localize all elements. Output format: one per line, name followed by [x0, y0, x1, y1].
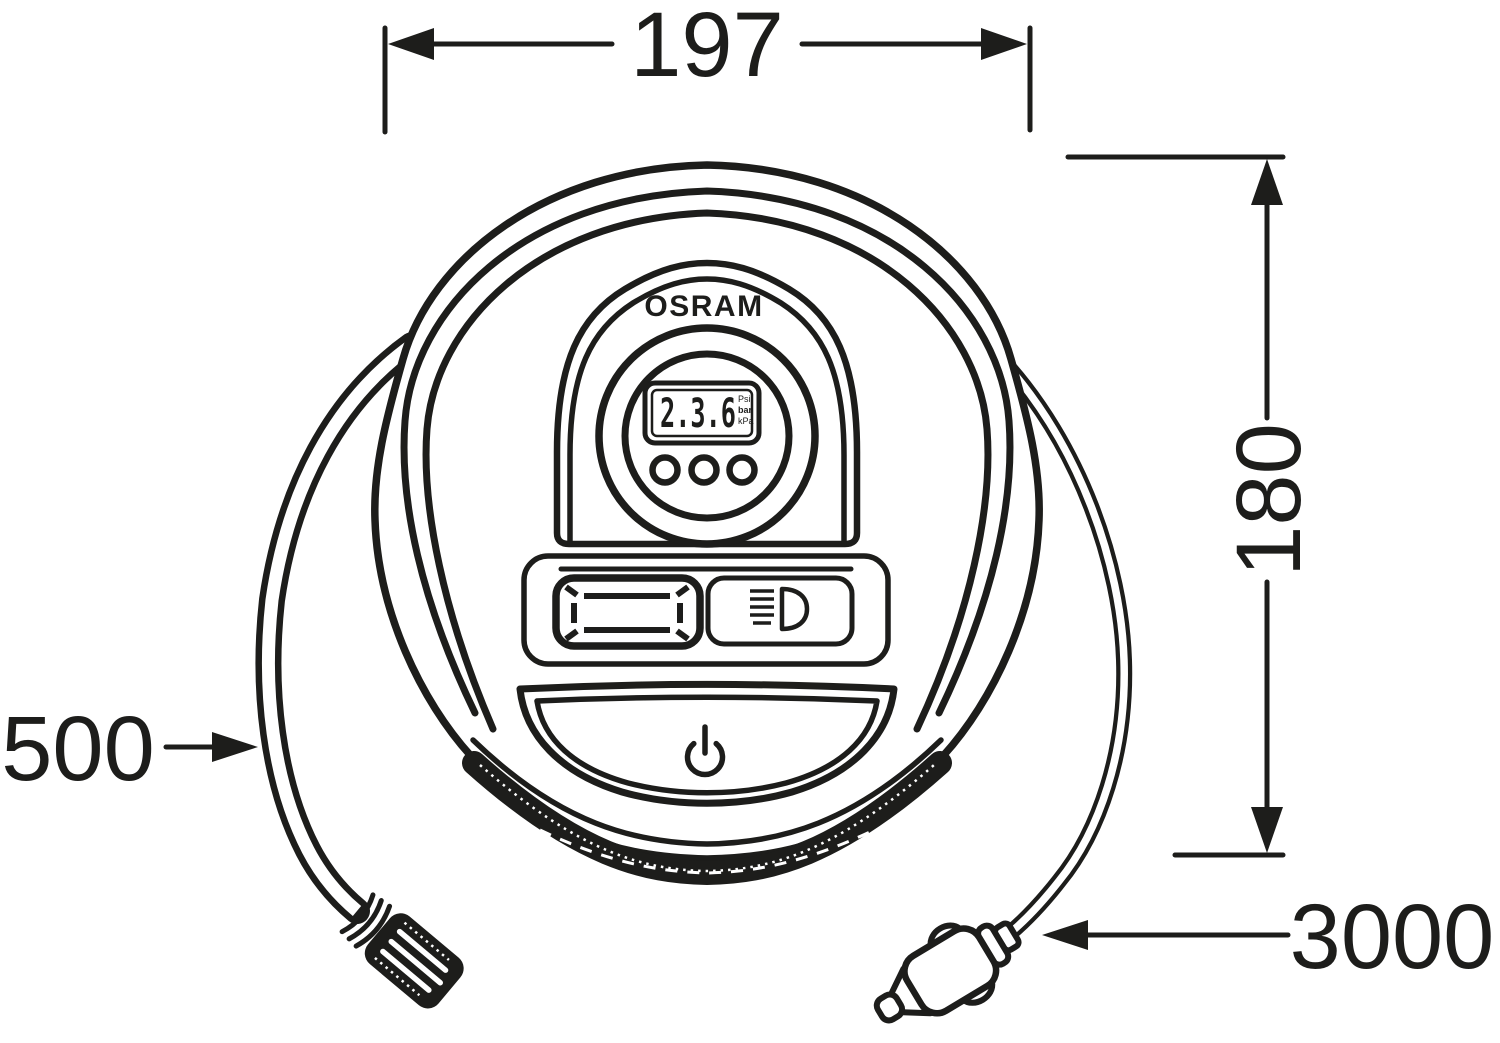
display-frame-icon	[564, 584, 690, 642]
unit-bar: bar	[738, 405, 753, 415]
arrow-right-icon	[981, 28, 1027, 60]
valve-knurl-top	[403, 921, 450, 961]
valve-slot-2	[388, 938, 444, 986]
brand-logo: OSRAM	[644, 290, 763, 323]
arrow-up-icon	[1251, 159, 1283, 205]
headlight-icon	[750, 586, 810, 632]
plug-body	[901, 925, 1000, 1017]
carry-handle	[400, 187, 1014, 733]
base-slot-row	[539, 828, 875, 875]
dimension-width: 197	[382, 0, 1033, 135]
12v-plug	[873, 920, 1022, 1024]
base-contour-line	[470, 737, 944, 847]
hose-length-value: 500	[1, 698, 155, 800]
lcd-display: 2.3.6 Psi bar kPa	[642, 380, 762, 446]
base-grip	[462, 737, 952, 885]
valve-slot-3	[380, 948, 432, 993]
power-panel-inner	[534, 694, 880, 796]
gauge-bezel-outer	[595, 324, 819, 548]
base-stipple-row	[479, 764, 935, 873]
cable-length-callout: 3000	[1042, 886, 1494, 988]
arrow-left-icon	[388, 28, 434, 60]
handle-inner-line	[422, 209, 992, 733]
light-button	[705, 575, 855, 647]
lcd-screen	[650, 388, 754, 438]
cable-core	[997, 357, 1128, 944]
gauge-bezel-inner	[621, 350, 793, 522]
valve-ring-2	[346, 898, 384, 942]
height-value: 180	[1218, 423, 1320, 577]
pressure-gauge: 2.3.6 Psi bar kPa	[595, 324, 819, 548]
pressure-value: 2.3.6	[660, 391, 736, 437]
gauge-button-3	[726, 454, 758, 486]
power-panel	[516, 681, 898, 807]
arrow-left-icon	[1042, 920, 1088, 950]
handle-outer-line	[400, 187, 1014, 717]
console-inner	[567, 276, 847, 547]
gauge-button-2	[688, 454, 720, 486]
display-button	[552, 574, 704, 650]
valve-ring-3	[353, 903, 393, 949]
compressor-body: OSRAM 2.3.6 Psi bar kPa	[371, 161, 1043, 885]
gauge-button-1	[649, 454, 681, 486]
hose-core	[261, 339, 416, 916]
lcd-frame	[642, 380, 762, 446]
arrow-right-icon	[212, 732, 258, 762]
control-panel	[521, 553, 891, 667]
power-cable	[992, 352, 1133, 949]
dimension-height: 180	[1065, 154, 1320, 858]
hose-length-callout: 500	[1, 698, 258, 800]
unit-psi: Psi	[738, 394, 751, 404]
plug-taper-top	[899, 1009, 934, 1017]
base-band	[462, 751, 952, 885]
valve-connector	[339, 892, 464, 1009]
valve-knurl-bottom	[374, 956, 421, 997]
plug-taper-bottom	[888, 965, 907, 997]
valve-slot-1	[396, 928, 449, 973]
width-value: 197	[630, 0, 784, 96]
cable-length-value: 3000	[1290, 886, 1495, 988]
plug-tip	[873, 991, 906, 1024]
unit-kpa: kPa	[738, 416, 754, 426]
power-icon	[684, 724, 726, 778]
air-hose	[255, 332, 425, 924]
arrow-down-icon	[1251, 807, 1283, 853]
valve-ring-1	[339, 892, 376, 935]
